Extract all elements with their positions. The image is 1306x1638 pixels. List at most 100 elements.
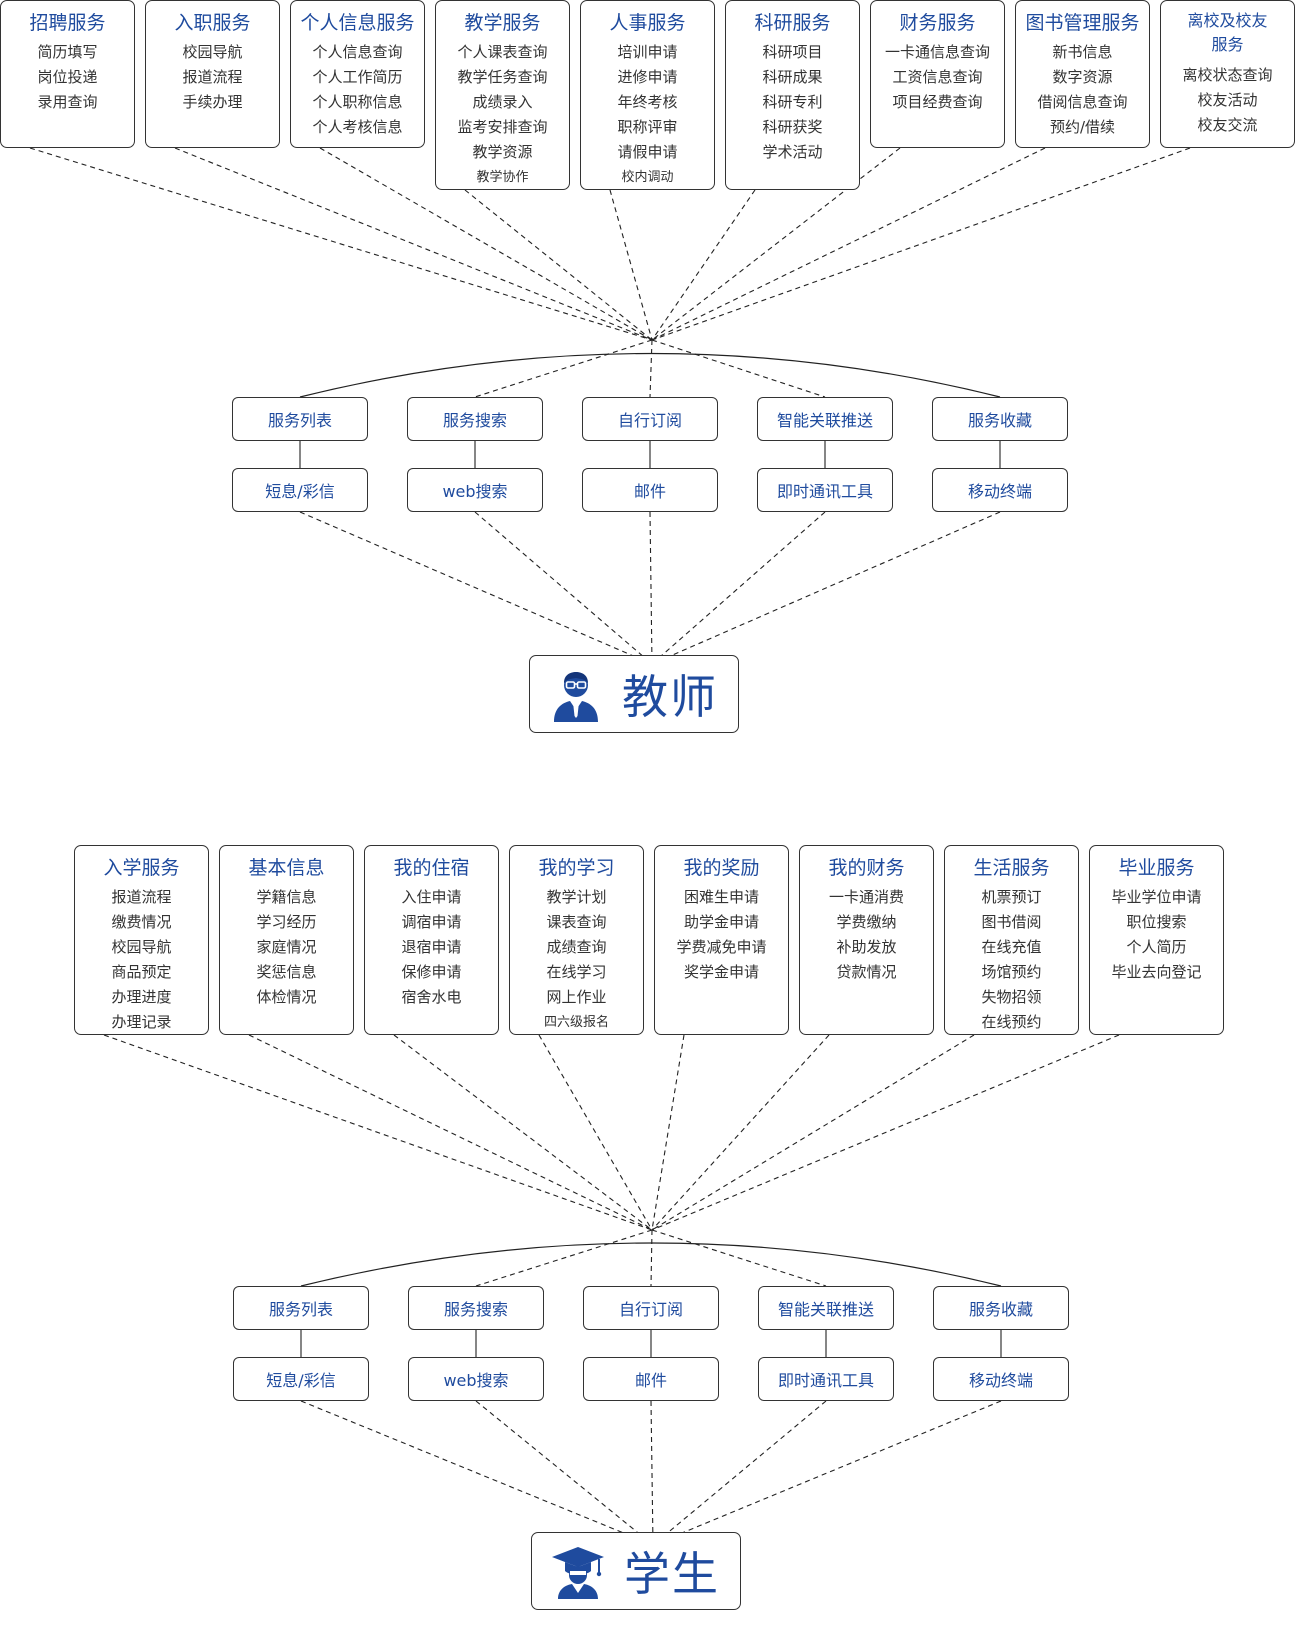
category-item[interactable]: 图书借阅 xyxy=(981,913,1042,931)
category-item[interactable]: 成绩录入 xyxy=(472,93,533,111)
teacher-delivery-3[interactable]: 邮件 xyxy=(582,468,718,512)
category-item[interactable]: 机票预订 xyxy=(981,888,1042,906)
category-item[interactable]: 监考安排查询 xyxy=(457,118,548,136)
category-item[interactable]: 办理记录 xyxy=(111,1013,172,1031)
category-item[interactable]: 报道流程 xyxy=(111,888,172,906)
category-item[interactable]: 网上作业 xyxy=(546,988,607,1006)
category-item[interactable]: 离校状态查询 xyxy=(1182,66,1273,84)
student-category-6[interactable]: 我的财务一卡通消费学费缴纳补助发放贷款情况 xyxy=(799,845,934,1035)
category-item[interactable]: 困难生申请 xyxy=(683,888,759,906)
category-item[interactable]: 一卡通信息查询 xyxy=(884,43,990,61)
category-item[interactable]: 培训申请 xyxy=(617,43,678,61)
category-item[interactable]: 科研获奖 xyxy=(762,118,823,136)
category-item[interactable]: 在线学习 xyxy=(546,963,607,981)
category-item[interactable]: 学费缴纳 xyxy=(836,913,897,931)
category-item[interactable]: 年终考核 xyxy=(617,93,678,111)
category-item[interactable]: 借阅信息查询 xyxy=(1037,93,1128,111)
category-item[interactable]: 职称评审 xyxy=(617,118,678,136)
teacher-category-5[interactable]: 人事服务培训申请进修申请年终考核职称评审请假申请校内调动 xyxy=(580,0,715,190)
student-category-3[interactable]: 我的住宿入住申请调宿申请退宿申请保修申请宿舍水电 xyxy=(364,845,499,1035)
category-item[interactable]: 四六级报名 xyxy=(543,1015,609,1030)
student-delivery-3[interactable]: 邮件 xyxy=(583,1357,719,1401)
category-item[interactable]: 宿舍水电 xyxy=(401,988,462,1006)
student-category-7[interactable]: 生活服务机票预订图书借阅在线充值场馆预约失物招领在线预约 xyxy=(944,845,1079,1035)
category-item[interactable]: 职位搜索 xyxy=(1126,913,1187,931)
teacher-category-2[interactable]: 入职服务校园导航报道流程手续办理 xyxy=(145,0,280,148)
category-item[interactable]: 缴费情况 xyxy=(111,913,172,931)
category-item[interactable]: 科研成果 xyxy=(762,68,823,86)
category-item[interactable]: 教学任务查询 xyxy=(457,68,548,86)
teacher-category-4[interactable]: 教学服务个人课表查询教学任务查询成绩录入监考安排查询教学资源教学协作 xyxy=(435,0,570,190)
teacher-category-9[interactable]: 离校及校友 服务离校状态查询校友活动校友交流 xyxy=(1160,0,1295,148)
category-item[interactable]: 在线充值 xyxy=(981,938,1042,956)
category-item[interactable]: 手续办理 xyxy=(182,93,243,111)
category-item[interactable]: 个人考核信息 xyxy=(312,118,403,136)
category-item[interactable]: 数字资源 xyxy=(1052,68,1113,86)
category-item[interactable]: 请假申请 xyxy=(617,143,678,161)
student-delivery-5[interactable]: 移动终端 xyxy=(933,1357,1069,1401)
student-delivery-2[interactable]: web搜索 xyxy=(408,1357,544,1401)
category-item[interactable]: 教学协作 xyxy=(476,170,529,185)
student-category-8[interactable]: 毕业服务毕业学位申请职位搜索个人简历毕业去向登记 xyxy=(1089,845,1224,1035)
category-item[interactable]: 教学资源 xyxy=(472,143,533,161)
category-item[interactable]: 个人课表查询 xyxy=(457,43,548,61)
student-channel-1[interactable]: 服务列表 xyxy=(233,1286,369,1330)
category-item[interactable]: 科研专利 xyxy=(762,93,823,111)
category-item[interactable]: 教学计划 xyxy=(546,888,607,906)
category-item[interactable]: 校友活动 xyxy=(1197,91,1258,109)
student-category-5[interactable]: 我的奖励困难生申请助学金申请学费减免申请奖学金申请 xyxy=(654,845,789,1035)
category-item[interactable]: 学籍信息 xyxy=(256,888,317,906)
category-item[interactable]: 毕业去向登记 xyxy=(1111,963,1202,981)
category-item[interactable]: 入住申请 xyxy=(401,888,462,906)
category-item[interactable]: 奖惩信息 xyxy=(256,963,317,981)
category-item[interactable]: 毕业学位申请 xyxy=(1111,888,1202,906)
category-item[interactable]: 岗位投递 xyxy=(37,68,98,86)
category-item[interactable]: 失物招领 xyxy=(981,988,1042,1006)
category-item[interactable]: 补助发放 xyxy=(836,938,897,956)
category-item[interactable]: 进修申请 xyxy=(617,68,678,86)
student-category-2[interactable]: 基本信息学籍信息学习经历家庭情况奖惩信息体检情况 xyxy=(219,845,354,1035)
student-delivery-1[interactable]: 短息/彩信 xyxy=(233,1357,369,1401)
teacher-channel-5[interactable]: 服务收藏 xyxy=(932,397,1068,441)
teacher-category-1[interactable]: 招聘服务简历填写岗位投递录用查询 xyxy=(0,0,135,148)
category-item[interactable]: 课表查询 xyxy=(546,913,607,931)
teacher-category-6[interactable]: 科研服务科研项目科研成果科研专利科研获奖学术活动 xyxy=(725,0,860,190)
teacher-delivery-4[interactable]: 即时通讯工具 xyxy=(757,468,893,512)
category-item[interactable]: 报道流程 xyxy=(182,68,243,86)
category-item[interactable]: 个人信息查询 xyxy=(312,43,403,61)
category-item[interactable]: 商品预定 xyxy=(111,963,172,981)
student-channel-3[interactable]: 自行订阅 xyxy=(583,1286,719,1330)
student-delivery-4[interactable]: 即时通讯工具 xyxy=(758,1357,894,1401)
teacher-category-3[interactable]: 个人信息服务个人信息查询个人工作简历个人职称信息个人考核信息 xyxy=(290,0,425,148)
teacher-channel-2[interactable]: 服务搜索 xyxy=(407,397,543,441)
student-category-4[interactable]: 我的学习教学计划课表查询成绩查询在线学习网上作业四六级报名 xyxy=(509,845,644,1035)
category-item[interactable]: 录用查询 xyxy=(37,93,98,111)
category-item[interactable]: 简历填写 xyxy=(37,43,98,61)
teacher-delivery-5[interactable]: 移动终端 xyxy=(932,468,1068,512)
teacher-channel-3[interactable]: 自行订阅 xyxy=(582,397,718,441)
student-channel-5[interactable]: 服务收藏 xyxy=(933,1286,1069,1330)
category-item[interactable]: 校友交流 xyxy=(1197,116,1258,134)
category-item[interactable]: 保修申请 xyxy=(401,963,462,981)
category-item[interactable]: 预约/借续 xyxy=(1049,118,1116,136)
category-item[interactable]: 在线预约 xyxy=(981,1013,1042,1031)
category-item[interactable]: 调宿申请 xyxy=(401,913,462,931)
category-item[interactable]: 工资信息查询 xyxy=(892,68,983,86)
category-item[interactable]: 贷款情况 xyxy=(836,963,897,981)
category-item[interactable]: 科研项目 xyxy=(762,43,823,61)
category-item[interactable]: 个人职称信息 xyxy=(312,93,403,111)
student-channel-2[interactable]: 服务搜索 xyxy=(408,1286,544,1330)
category-item[interactable]: 学术活动 xyxy=(762,143,823,161)
category-item[interactable]: 退宿申请 xyxy=(401,938,462,956)
student-category-1[interactable]: 入学服务报道流程缴费情况校园导航商品预定办理进度办理记录 xyxy=(74,845,209,1035)
teacher-category-8[interactable]: 图书管理服务新书信息数字资源借阅信息查询预约/借续 xyxy=(1015,0,1150,148)
teacher-delivery-1[interactable]: 短息/彩信 xyxy=(232,468,368,512)
category-item[interactable]: 项目经费查询 xyxy=(892,93,983,111)
category-item[interactable]: 成绩查询 xyxy=(546,938,607,956)
teacher-channel-4[interactable]: 智能关联推送 xyxy=(757,397,893,441)
teacher-delivery-2[interactable]: web搜索 xyxy=(407,468,543,512)
category-item[interactable]: 校园导航 xyxy=(182,43,243,61)
category-item[interactable]: 个人工作简历 xyxy=(312,68,403,86)
teacher-channel-1[interactable]: 服务列表 xyxy=(232,397,368,441)
category-item[interactable]: 家庭情况 xyxy=(256,938,317,956)
